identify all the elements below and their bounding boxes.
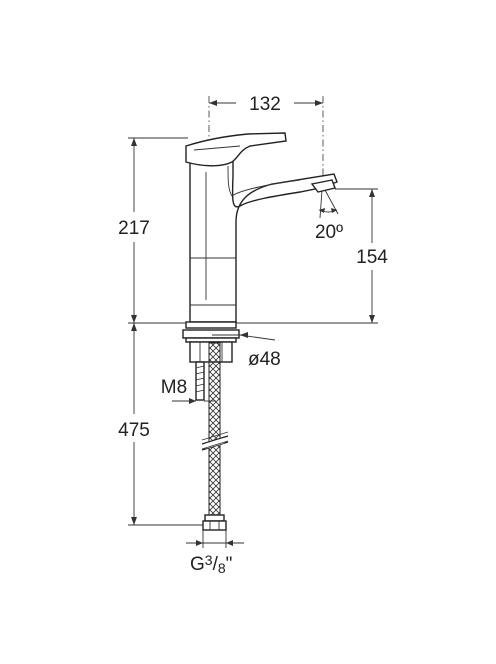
dimension-base-diameter: ø48 <box>212 332 281 370</box>
dimension-connection: G3/8" <box>186 530 244 576</box>
total-height-label: 217 <box>118 218 150 239</box>
thread-label: M8 <box>161 377 187 398</box>
dimension-spout-reach: 132 <box>208 94 324 185</box>
dimension-total-height: 217 <box>118 137 190 324</box>
hose-length-label: 475 <box>118 420 150 441</box>
dimension-hose-length: 475 <box>118 322 203 526</box>
spout-angle-label: 20º <box>315 222 343 243</box>
dimension-spout-height: 154 <box>236 188 388 324</box>
spout-height-label: 154 <box>356 247 388 268</box>
faucet-body <box>185 132 338 323</box>
connection-label: G3/8" <box>190 552 232 576</box>
dimension-thread: M8 <box>161 377 216 404</box>
faucet-mounting <box>182 321 240 401</box>
spout-reach-label: 132 <box>249 94 281 115</box>
dimension-spout-angle: 20º <box>315 189 343 243</box>
base-diameter-label: ø48 <box>248 349 281 370</box>
flexible-hose <box>201 342 229 531</box>
